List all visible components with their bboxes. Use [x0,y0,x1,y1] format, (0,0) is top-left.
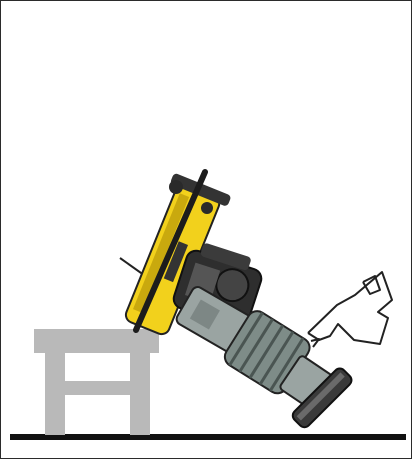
rammer-machine-icon [119,169,353,429]
ground-line [10,434,406,440]
shoe-outline-icon [307,271,393,348]
table-icon [34,329,159,435]
